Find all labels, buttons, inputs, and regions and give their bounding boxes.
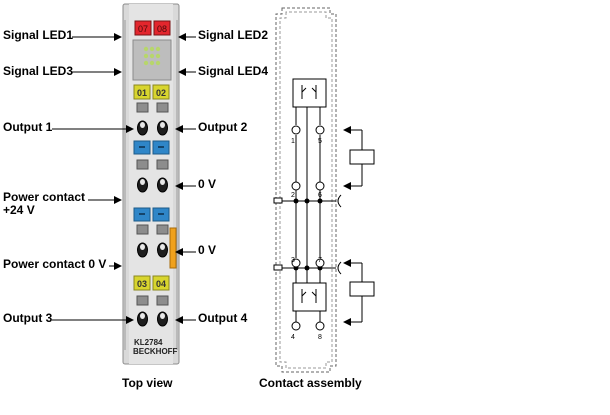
terminal-slot-8 (156, 295, 169, 306)
contact-num-3: 3 (291, 257, 295, 264)
caption-top-view: Top view (122, 376, 173, 390)
label-signal-led2: Signal LED2 (198, 28, 269, 42)
led-red-right (153, 20, 171, 36)
led-yellow-03 (133, 275, 151, 291)
led-window (132, 39, 172, 81)
right-connector-bottom (337, 261, 342, 275)
label-signal-led3: Signal LED3 (3, 64, 74, 78)
label-output2: Output 2 (198, 120, 248, 134)
label-output4: Output 4 (198, 311, 248, 325)
switch-box-top (292, 78, 327, 108)
terminal-slot-6 (156, 224, 169, 235)
label-signal-led4: Signal LED4 (198, 64, 269, 78)
load-resistor-bottom (349, 281, 375, 297)
led-green-dots (143, 46, 161, 66)
terminal-slot-1 (136, 102, 149, 113)
load-resistor-top (349, 149, 375, 165)
terminal-slot-7 (136, 295, 149, 306)
module-model-text: KL2784 (134, 338, 163, 347)
switch-box-bottom (292, 282, 327, 312)
contact-num-8: 8 (318, 334, 322, 341)
pointer-arrows (52, 33, 196, 324)
label-power-contact-line1: Power contact (3, 190, 86, 204)
terminal-hole-shine-1 (140, 122, 145, 128)
terminal-hole-shine-2 (160, 122, 165, 128)
terminal-slot-4 (156, 159, 169, 170)
contact-num-7: 7 (318, 257, 322, 264)
terminal-hole-shine-4 (160, 179, 165, 185)
led-yellow-04 (152, 275, 170, 291)
label-output3: Output 3 (3, 311, 53, 325)
switch-symbol-bottom (301, 289, 317, 303)
label-signal-led1: Signal LED1 (3, 28, 74, 42)
terminal-points (136, 102, 169, 327)
led-yellow-04-text: 04 (156, 279, 166, 289)
led-yellow-03-text: 03 (137, 279, 147, 289)
label-power-contact-zero: Power contact 0 V (3, 257, 107, 271)
contact-num-4: 4 (291, 334, 295, 341)
label-power-contact-plus: Power contact +24 V (3, 191, 85, 217)
terminal-hole-shine-5 (140, 244, 145, 250)
orange-side-tab (169, 227, 177, 269)
label-output1: Output 1 (3, 120, 53, 134)
contact-num-6: 6 (318, 192, 322, 199)
assembly-outline (275, 7, 337, 373)
terminal-slot-3 (136, 159, 149, 170)
terminal-hole-shine-6 (160, 244, 165, 250)
led-yellow-01-text: 01 (137, 88, 147, 98)
label-power-contact-line2: +24 V (3, 203, 35, 217)
caption-contact-assembly: Contact assembly (259, 376, 362, 390)
terminal-hole-shine-3 (140, 179, 145, 185)
led-yellow-02 (152, 84, 170, 100)
terminal-slot-2 (156, 102, 169, 113)
contact-num-5: 5 (318, 138, 322, 145)
terminal-hole-shine-7 (140, 313, 145, 319)
right-connector-top (337, 194, 342, 208)
left-connector-top (273, 197, 283, 204)
contact-num-1: 1 (291, 138, 295, 145)
contact-assembly: 1 5 2 6 3 7 4 8 (273, 7, 375, 373)
terminal-module: 07 08 01 02 03 04 KL2784 (122, 3, 180, 365)
led-yellow-02-text: 02 (156, 88, 166, 98)
left-connector-bottom (273, 264, 283, 271)
led-red-left (134, 20, 152, 36)
label-zero-v-upper: 0 V (198, 177, 217, 191)
led-yellow-01 (133, 84, 151, 100)
led-red-left-text: 07 (138, 24, 148, 34)
switch-symbol-top (301, 85, 317, 99)
contact-num-2: 2 (291, 192, 295, 199)
terminal-hole-shine-8 (160, 313, 165, 319)
module-brand-text: BECKHOFF (133, 347, 178, 356)
contact-circles (291, 125, 325, 331)
terminal-slot-5 (136, 224, 149, 235)
external-loads (343, 126, 375, 326)
led-red-right-text: 08 (157, 24, 167, 34)
label-zero-v-lower: 0 V (198, 243, 217, 257)
